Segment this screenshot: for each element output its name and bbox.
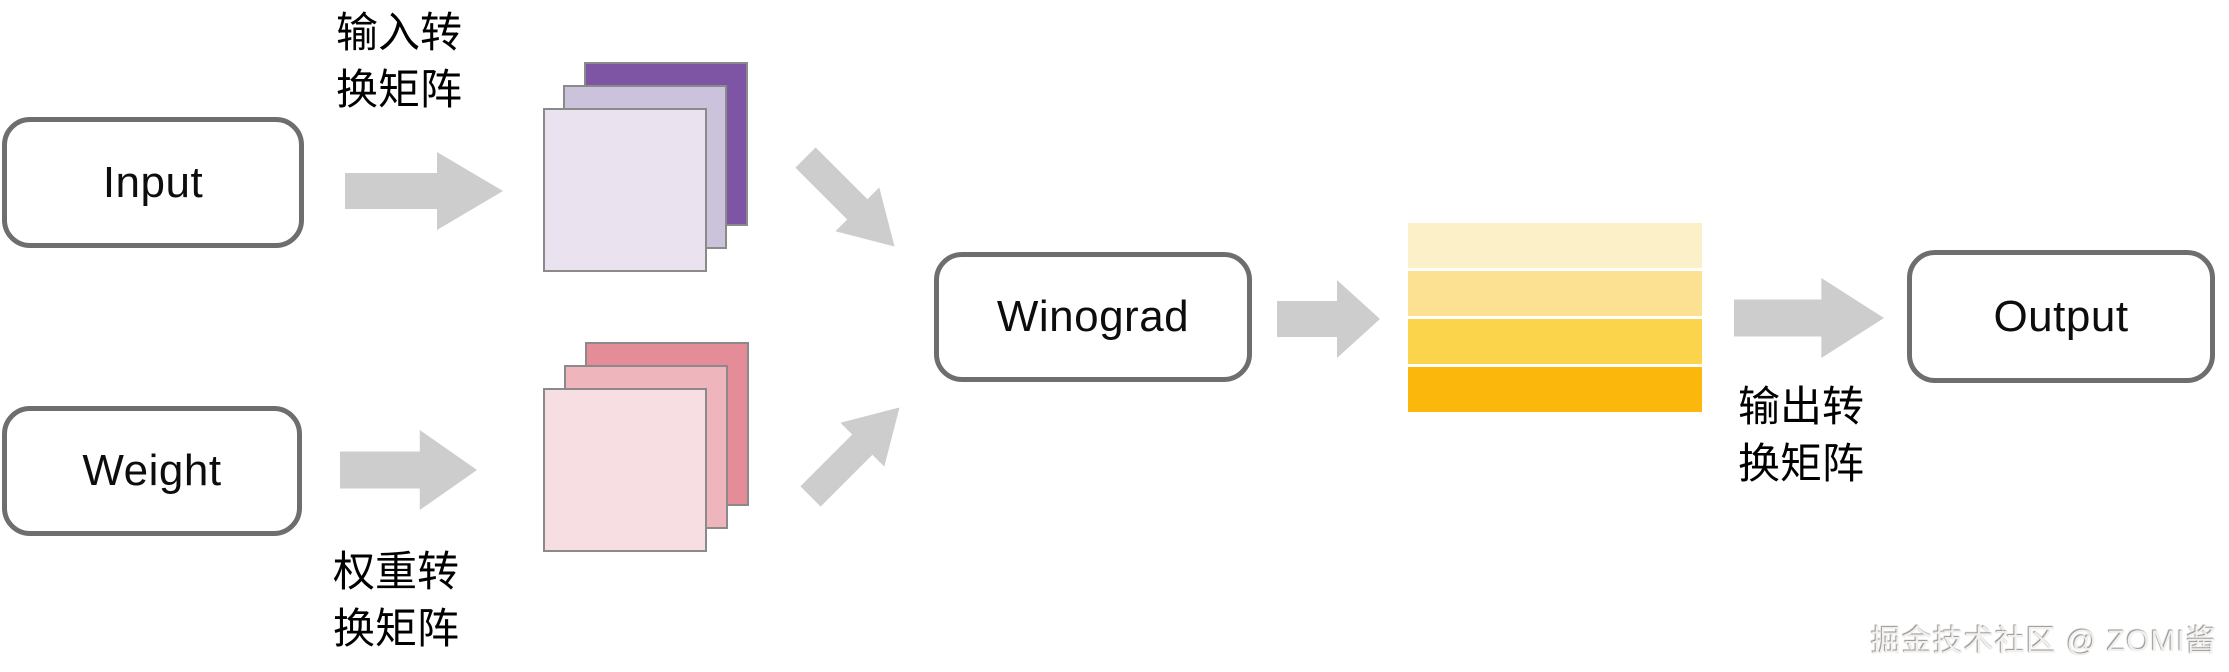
purple-matrix-front (543, 108, 707, 272)
arrow-right-winograd-out-icon (1277, 280, 1380, 358)
output-node: Output (1907, 250, 2215, 383)
weight-transform-label-line2: 换矩阵 (333, 605, 460, 652)
watermark: 掘金技术社区 @ ZOMI酱 (1870, 625, 2217, 658)
output-bar-1 (1408, 223, 1702, 268)
pink-matrix-front (543, 388, 707, 552)
output-bar-2 (1408, 271, 1702, 316)
winograd-node-label: Winograd (996, 292, 1190, 341)
output-transform-label-line2: 换矩阵 (1738, 440, 1865, 487)
input-transform-matrix-label: 输入转 换矩阵 (336, 4, 462, 118)
weight-node: Weight (2, 406, 302, 536)
output-transform-matrix-label: 输出转 换矩阵 (1738, 378, 1864, 492)
input-node: Input (2, 117, 304, 248)
arrow-up-right-icon (789, 386, 922, 519)
input-node-label: Input (102, 157, 204, 207)
output-matrix-bars (1408, 223, 1702, 412)
input-transform-label-line2: 换矩阵 (336, 66, 463, 113)
arrow-right-input-icon (345, 152, 503, 230)
input-transform-label-line1: 输入转 (336, 9, 463, 56)
weight-transform-matrix-label: 权重转 换矩阵 (333, 543, 459, 657)
arrow-right-to-output-icon (1734, 278, 1884, 358)
arrow-down-right-icon (784, 136, 917, 269)
output-node-label: Output (1993, 291, 2129, 341)
output-bar-3 (1408, 319, 1702, 364)
winograd-node: Winograd (934, 252, 1252, 382)
output-transform-label-line1: 输出转 (1738, 383, 1865, 430)
arrow-right-weight-icon (340, 430, 477, 510)
weight-node-label: Weight (82, 446, 222, 495)
output-bar-4 (1408, 367, 1702, 412)
weight-transform-label-line1: 权重转 (333, 548, 460, 595)
